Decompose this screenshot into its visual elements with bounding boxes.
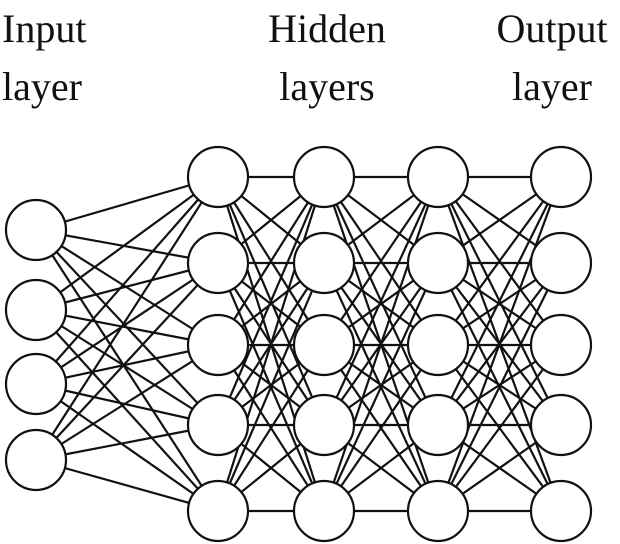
edge-hidden-3-3-to-output-1: [437, 176, 562, 346]
hidden-layers-title: Hidden layers: [256, 0, 398, 116]
edge-input-2-to-hidden-1-5: [35, 309, 219, 512]
edge-input-3-to-hidden-1-1: [35, 176, 219, 385]
node-hidden-2-4: [292, 393, 356, 457]
edge-hidden-2-5-to-hidden-3-3: [323, 344, 439, 512]
edge-input-2-to-hidden-1-4: [35, 309, 219, 426]
node-hidden-1-5: [186, 479, 250, 543]
edge-input-2-to-hidden-1-1: [35, 176, 219, 311]
input-layer-title: Input layer: [2, 0, 86, 116]
node-output-5: [529, 479, 593, 543]
node-output-4: [529, 393, 593, 457]
node-output-2: [529, 231, 593, 295]
node-hidden-3-1: [406, 145, 470, 209]
edge-input-2-to-hidden-1-2: [35, 261, 219, 312]
edge-hidden-2-5-to-hidden-3-1: [322, 176, 440, 512]
neurons: [4, 145, 593, 543]
edge-input-1-to-hidden-1-1: [35, 175, 219, 232]
node-hidden-2-1: [292, 145, 356, 209]
node-input-2: [4, 278, 68, 342]
edge-hidden-1-4-to-hidden-2-1: [216, 176, 326, 426]
edge-hidden-3-5-to-output-1: [436, 176, 563, 512]
edge-input-3-to-hidden-1-5: [35, 383, 219, 512]
edge-hidden-1-3-to-hidden-2-1: [217, 176, 325, 346]
node-hidden-2-5: [292, 479, 356, 543]
node-hidden-1-4: [186, 393, 250, 457]
edge-hidden-2-5-to-hidden-3-2: [323, 262, 439, 512]
edge-hidden-1-5-to-hidden-2-2: [216, 262, 326, 512]
output-layer-title-line2: layer: [512, 64, 592, 109]
edge-hidden-3-4-to-output-1: [437, 176, 562, 426]
node-output-1: [529, 145, 593, 209]
node-hidden-3-3: [406, 313, 470, 377]
node-hidden-3-5: [406, 479, 470, 543]
node-hidden-2-3: [292, 313, 356, 377]
node-hidden-1-1: [186, 145, 250, 209]
edge-hidden-3-5-to-output-2: [437, 262, 562, 512]
edge-hidden-2-4-to-hidden-3-1: [323, 176, 439, 426]
edge-input-4-to-hidden-1-3: [35, 344, 219, 461]
node-hidden-1-3: [186, 313, 250, 377]
edge-input-3-to-hidden-1-2: [35, 262, 219, 385]
node-input-4: [4, 428, 68, 492]
node-hidden-2-2: [292, 231, 356, 295]
edge-input-1-to-hidden-1-5: [35, 229, 219, 512]
edge-hidden-3-5-to-output-3: [437, 344, 562, 512]
edge-hidden-2-3-to-hidden-3-1: [323, 176, 439, 346]
edge-input-4-to-hidden-1-2: [35, 262, 219, 461]
output-layer-title-line1: Output: [496, 6, 608, 51]
edge-hidden-1-5-to-hidden-2-1: [216, 176, 326, 512]
node-hidden-3-2: [406, 231, 470, 295]
output-layer-title: Output layer: [486, 0, 618, 116]
node-input-3: [4, 352, 68, 416]
node-hidden-1-2: [186, 231, 250, 295]
input-layer-title-line1: Input: [2, 6, 87, 51]
edge-hidden-1-5-to-hidden-2-3: [217, 344, 325, 512]
hidden-layers-title-line1: Hidden: [268, 6, 386, 51]
hidden-layers-title-line2: layers: [279, 64, 375, 109]
node-input-1: [4, 198, 68, 262]
input-layer-title-line2: layer: [2, 64, 82, 109]
edge-input-4-to-hidden-1-1: [35, 176, 219, 461]
node-output-3: [529, 313, 593, 377]
node-hidden-3-4: [406, 393, 470, 457]
edge-input-4-to-hidden-1-5: [35, 458, 219, 513]
